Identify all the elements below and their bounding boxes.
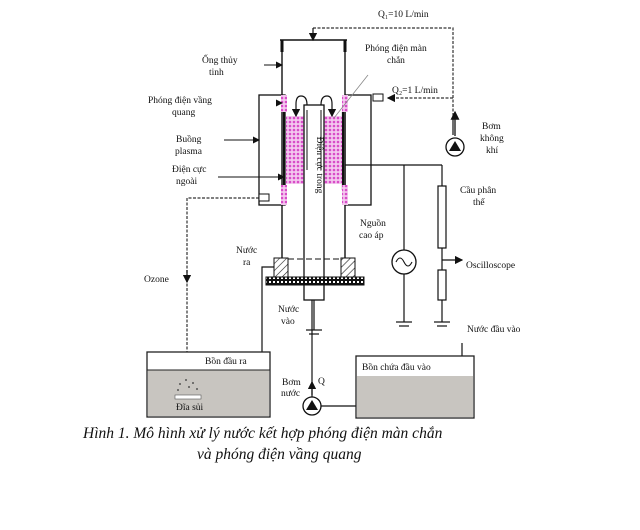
ac-source-icon	[391, 249, 417, 275]
dbd-label-2: chắn	[387, 55, 405, 66]
dbd-pointer	[333, 74, 369, 119]
inner-electrode	[291, 95, 337, 335]
oscilloscope-label: Oscilloscope	[466, 261, 515, 271]
plasma-chamber-label-2: plasma	[175, 147, 203, 157]
q2-label: Q₂=1 L/min	[392, 86, 438, 96]
plasma-chamber-label-1: Buồng	[176, 134, 202, 145]
diffuser-label: Đĩa sủi	[176, 403, 204, 413]
input-water-label: Nước đầu vào	[467, 324, 521, 335]
hv-circuit	[345, 164, 464, 327]
air-pump-label-1: Bơm	[482, 122, 501, 132]
dielectric-barrier-discharge	[286, 116, 342, 184]
voltage-divider-label-1: Cầu phân	[460, 185, 496, 196]
q2-air-line	[372, 93, 453, 103]
water-in-label-2: vào	[281, 317, 295, 327]
water-pump-icon	[302, 380, 356, 416]
water-out-label-1: Nước	[236, 246, 257, 256]
ozone-label: Ozone	[144, 275, 169, 285]
air-pump-label-2: không	[480, 134, 504, 144]
input-tank	[355, 355, 475, 419]
ozone-line	[182, 193, 270, 405]
hv-source-label-1: Nguồn	[360, 218, 386, 229]
outer-electrode-label-2: ngoài	[176, 177, 197, 187]
hv-source-label-2: cao áp	[359, 231, 384, 241]
water-pump-label-2: nước	[281, 389, 300, 399]
air-pump-icon	[445, 110, 465, 157]
plasma-chamber	[258, 94, 372, 206]
voltage-divider-label-2: thế	[473, 197, 485, 208]
figure-caption-line-2: và phóng điện vầng quang	[197, 446, 362, 463]
glass-tube-label-1: Ống thủy	[202, 53, 238, 66]
q1-label: Q₁=10 L/min	[378, 10, 429, 20]
dbd-label-1: Phóng điện màn	[365, 44, 427, 54]
water-pump-label-1: Bơm	[282, 378, 301, 388]
water-out-label-2: ra	[243, 258, 251, 268]
corona-label-2: quang	[172, 108, 195, 118]
output-tank-label: Bồn đầu ra	[205, 356, 247, 367]
water-in-label-1: Nước	[278, 305, 299, 315]
glass-tube-label-2: tinh	[209, 68, 224, 78]
glass-tube	[280, 39, 347, 260]
input-tank-label: Bồn chứa đầu vào	[362, 362, 431, 373]
air-pump-label-3: khí	[486, 146, 499, 156]
diffuser-icon	[174, 379, 202, 400]
output-tank	[146, 351, 271, 418]
figure-caption-line-1: Hình 1. Mô hình xử lý nước kết hợp phóng…	[83, 425, 443, 442]
q1-air-line	[308, 27, 454, 118]
outer-electrode-label-1: Điện cực	[172, 165, 206, 175]
corona-label-1: Phóng điện vầng	[148, 95, 212, 106]
flow-q-label: Q	[318, 377, 325, 387]
water-out-line	[257, 266, 274, 364]
inner-electrode-label: Điện cực trong	[314, 137, 324, 194]
